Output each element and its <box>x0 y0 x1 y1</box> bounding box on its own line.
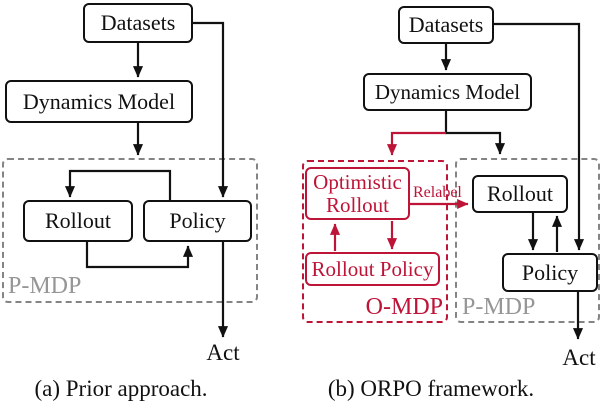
edge-a-datasets-to-policy <box>193 21 229 198</box>
edge-b-dynamics-to-pmdp <box>444 111 506 155</box>
node-a-rollout: Rollout <box>23 200 133 242</box>
label-act-a: Act <box>206 340 240 365</box>
node-b-dynamics-model: Dynamics Model <box>363 73 532 111</box>
caption-a: (a) Prior approach. <box>34 376 208 401</box>
caption-b: (b) ORPO framework. <box>327 376 535 401</box>
node-a-dynamics-model: Dynamics Model <box>5 80 193 123</box>
node-b-optimistic-rollout: Optimistic Rollout <box>305 167 410 220</box>
edge-b-dynamics-to-omdp <box>386 131 446 156</box>
label-relabel: Relabel <box>413 184 462 201</box>
region-pmdp-a <box>2 158 258 303</box>
node-b-policy: Policy <box>502 253 598 292</box>
node-b-rollout-policy: Rollout Policy <box>305 252 440 286</box>
region-pmdp-b <box>455 158 600 323</box>
label-omdp-b: O-MDP <box>365 294 443 320</box>
edge-a-policy-to-rollout <box>64 169 172 201</box>
edge-a-rollout-to-policy <box>85 241 194 269</box>
node-b-rollout: Rollout <box>472 175 568 213</box>
label-act-b: Act <box>562 345 596 370</box>
node-a-policy: Policy <box>143 200 252 242</box>
label-pmdp-b: P-MDP <box>462 294 536 320</box>
node-a-datasets: Datasets <box>83 3 193 43</box>
edge-b-datasets-to-policy <box>494 22 585 251</box>
label-pmdp-a: P-MDP <box>8 273 82 299</box>
node-b-datasets: Datasets <box>398 6 494 44</box>
region-omdp-b <box>302 160 448 323</box>
